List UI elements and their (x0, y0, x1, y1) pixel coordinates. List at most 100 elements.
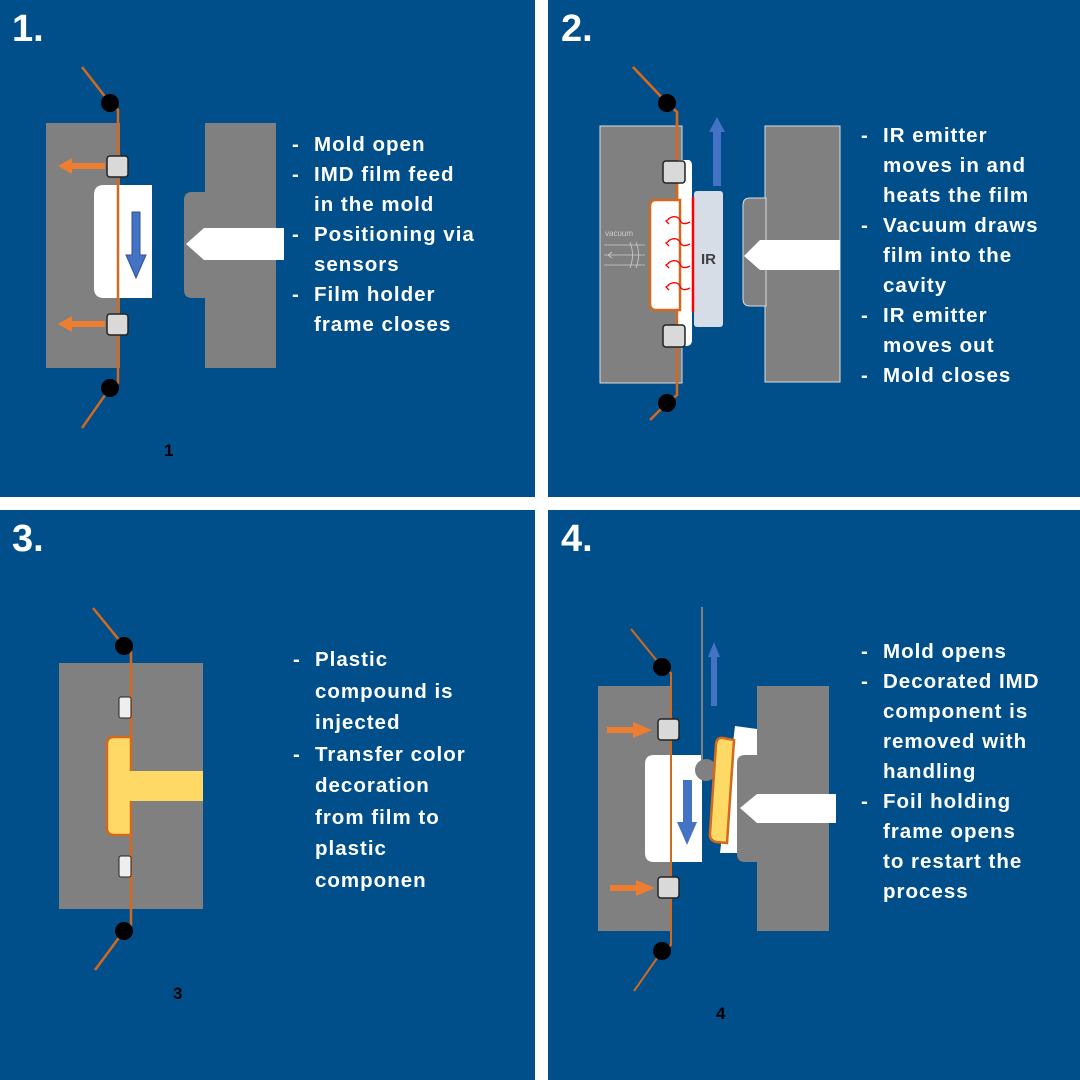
list-item: -IR emitter moves in and heats the film (861, 121, 1039, 211)
list-item: -Mold closes (861, 361, 1039, 391)
dash: - (292, 223, 300, 246)
list-item: -Positioning via sensors (292, 220, 475, 280)
sensor (662, 324, 686, 348)
list-item-text: removed with (883, 730, 1028, 753)
roller (101, 94, 119, 112)
vacuum-label: vacuum (605, 229, 633, 238)
list-item-text: IR emitter (883, 124, 988, 147)
arrow-right-icon (607, 722, 652, 738)
step-number-2: 2. (561, 8, 593, 50)
figure-label: 3 (173, 984, 182, 1003)
list-item-text: sensors (314, 253, 400, 276)
sensor (118, 696, 132, 719)
cavity (645, 755, 702, 862)
roller (101, 379, 119, 397)
ir-emitter (694, 191, 723, 327)
sensor (106, 313, 129, 336)
list-item-text: Foil holding (883, 790, 1012, 813)
injection-nozzle (740, 794, 836, 823)
list-item-text: Mold opens (883, 640, 1007, 663)
roller (658, 394, 676, 412)
diagram-step-4: 4 (598, 607, 836, 1023)
roller (658, 94, 676, 112)
vacuum-arrows-icon (604, 241, 645, 269)
dash: - (861, 124, 869, 147)
list-item-text: moves in and (883, 154, 1027, 177)
sensor (118, 855, 132, 878)
roller (653, 658, 671, 676)
list-item: -Transfer color decoration from film to pla… (293, 739, 466, 897)
sensor (106, 155, 129, 178)
step-number-3: 3. (12, 518, 44, 560)
list-item-text: from film to (315, 805, 440, 829)
ir-label: IR (701, 251, 716, 268)
list-item-text: IR emitter (883, 304, 988, 327)
arrow-up-icon (708, 642, 720, 706)
diagram-step-3: 3 (59, 607, 203, 1003)
list-item-text: frame opens (883, 820, 1016, 843)
sensor (657, 718, 680, 741)
list-item-text: cavity (883, 274, 948, 297)
list-item: -Plastic compound is injected (293, 644, 466, 739)
arrow-left-icon (58, 316, 105, 332)
list-item-text: in the mold (314, 193, 435, 216)
sensor (662, 160, 686, 184)
figure-label: 4 (716, 1004, 726, 1023)
list-item-text: componen (315, 868, 427, 892)
list-item-text: handling (883, 760, 977, 783)
dash: - (293, 648, 301, 671)
list-item-text: component is (883, 700, 1029, 723)
list-item-text: Mold closes (883, 364, 1012, 387)
cavity (94, 185, 152, 298)
list-item-text: Transfer color (315, 742, 466, 766)
roller (653, 942, 671, 960)
roller (115, 637, 133, 655)
injection-nozzle (186, 228, 284, 260)
dash: - (293, 742, 301, 766)
step-number-1: 1. (12, 8, 44, 50)
list-item-text: Positioning via (314, 223, 475, 246)
diagram-step-2: IR vacuum (599, 66, 841, 421)
dash: - (861, 790, 869, 813)
dash: - (292, 283, 300, 306)
figure-label: 1 (164, 441, 173, 460)
sensor (657, 876, 680, 899)
list-item-text: injected (315, 711, 401, 734)
list-item-text: Plastic (315, 648, 389, 671)
list-item: -Film holder frame closes (292, 280, 475, 340)
list-item-text: frame closes (314, 313, 452, 336)
step-number-4: 4. (561, 518, 593, 560)
list-item-text: compound is (315, 679, 454, 703)
list-item: -Mold open (292, 130, 475, 160)
injection-nozzle (112, 771, 203, 801)
arrow-down-icon (125, 211, 147, 280)
arrow-left-icon (58, 158, 105, 174)
list-item-text: heats the film (883, 184, 1030, 207)
arrow-right-icon (610, 880, 655, 896)
dash: - (292, 163, 300, 186)
list-item-text: Film holder (314, 283, 436, 306)
list-item-text: film into the (883, 244, 1013, 267)
dash: - (861, 640, 869, 663)
diagram-step-1: 1 (46, 66, 284, 460)
list-item: -Mold opens (861, 637, 1040, 667)
list-item-text: IMD film feed (314, 163, 455, 186)
dash: - (861, 670, 869, 693)
list-item: -IMD film feed in the mold (292, 160, 475, 220)
dash: - (292, 133, 300, 156)
list-item-text: plastic (315, 837, 387, 860)
gripper (695, 759, 717, 781)
list-item-text: decoration (315, 774, 430, 797)
injection-nozzle (744, 240, 840, 270)
list-item-text: Decorated IMD (883, 670, 1040, 693)
list-item: -Decorated IMD component is removed with ha… (861, 667, 1040, 787)
roller (115, 922, 133, 940)
dash: - (861, 214, 869, 237)
